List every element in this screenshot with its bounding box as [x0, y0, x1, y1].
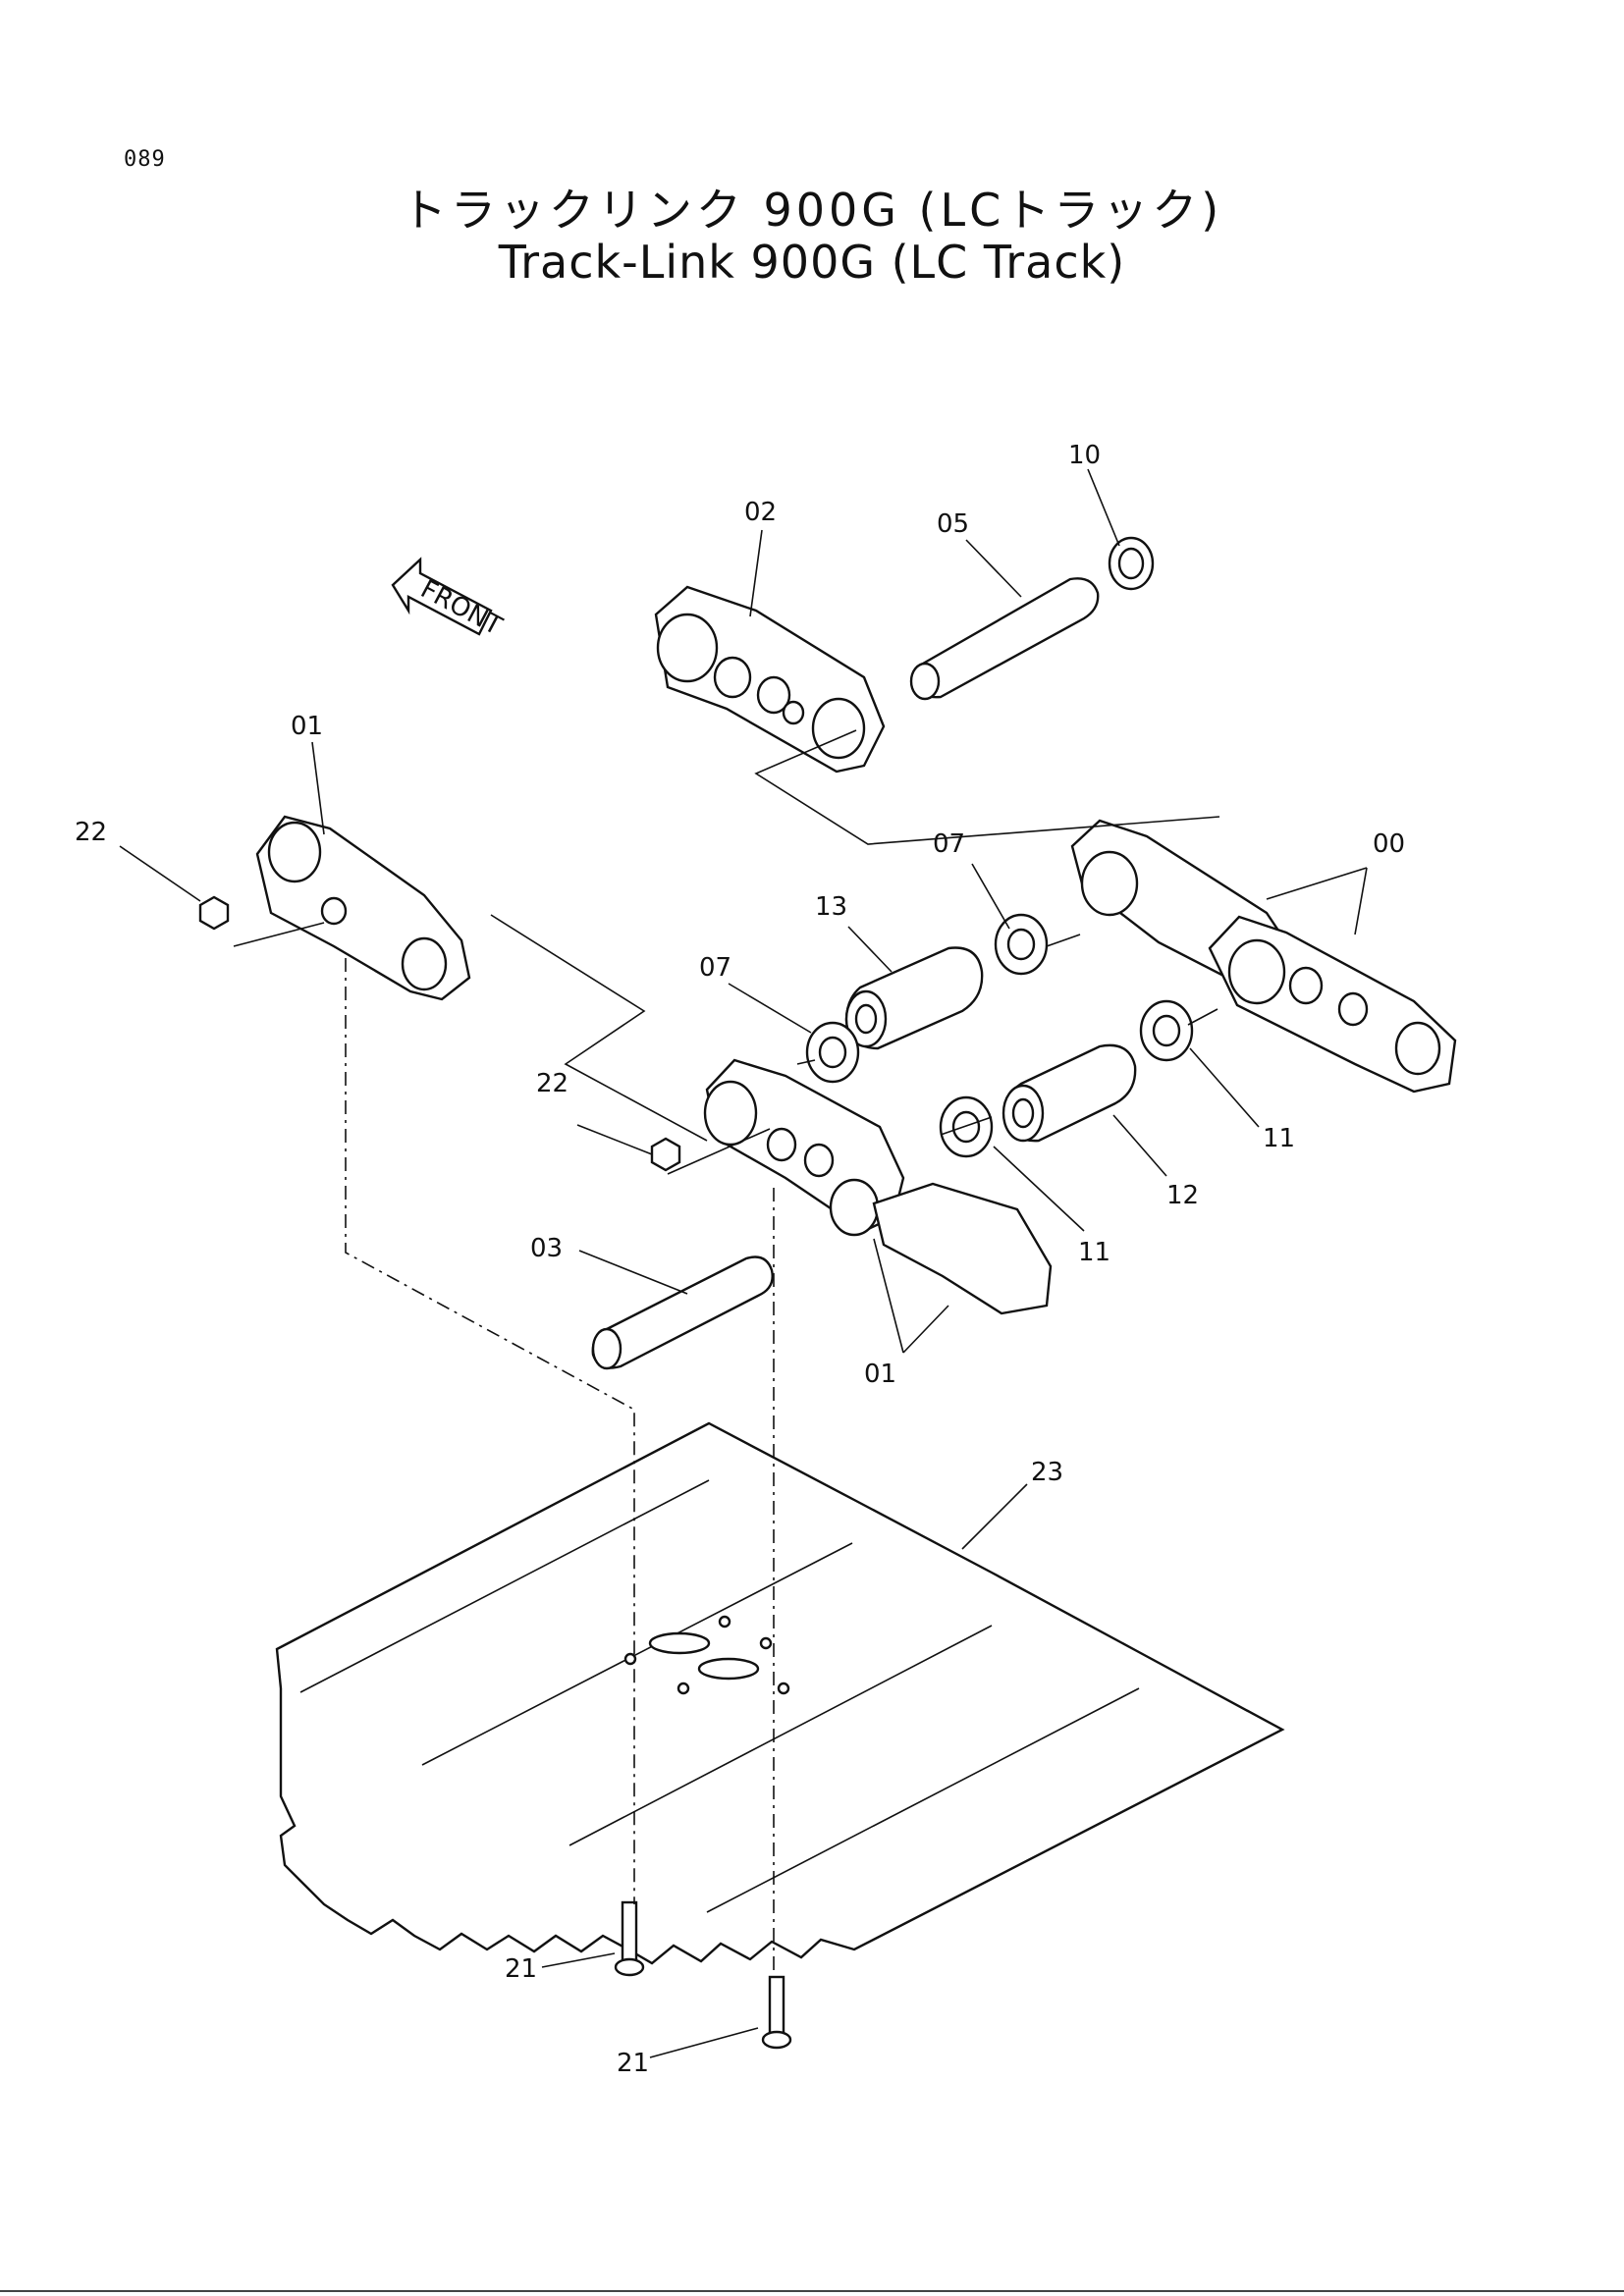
upper-link-02: [654, 585, 886, 774]
seal-11-lower: [939, 1095, 994, 1158]
nut-22-left: [198, 895, 230, 931]
seal-11-upper: [1139, 999, 1194, 1062]
bolt-21-right: [761, 1975, 792, 2050]
bolt-21-left: [614, 1900, 645, 1977]
link-01-center: [703, 1058, 1053, 1315]
callout-00: 00: [1373, 829, 1405, 859]
link-assembly-00: [1070, 819, 1457, 1094]
callout-02: 02: [744, 498, 777, 527]
callout-07-upper: 07: [933, 829, 965, 859]
callout-23: 23: [1031, 1458, 1063, 1487]
callout-11-lower: 11: [1078, 1238, 1110, 1267]
seal-07-upper: [994, 913, 1049, 976]
title-english: Track-Link 900G (LC Track): [498, 236, 1126, 289]
nut-22-center: [650, 1137, 681, 1172]
callout-22-center: 22: [536, 1069, 568, 1098]
seal-07-lower: [805, 1021, 860, 1084]
callout-21-right: 21: [617, 2049, 649, 2078]
pin-03: [591, 1255, 774, 1370]
bushing-12: [1001, 1043, 1137, 1143]
callouts: 10 02 05 01 22 07 00 13 07 22 11 12 11 0…: [75, 441, 1405, 2078]
callout-03: 03: [530, 1234, 563, 1263]
page-number: 089: [124, 147, 166, 172]
track-shoe-23: [275, 1421, 1285, 1965]
callout-22-left: 22: [75, 818, 107, 847]
callout-13: 13: [815, 892, 847, 922]
leader-lines: [119, 468, 1368, 2058]
assembly-lines: [233, 729, 1220, 1975]
callout-07-lower: 07: [699, 953, 731, 983]
pin-05: [909, 577, 1100, 701]
callout-01-lower: 01: [864, 1360, 896, 1389]
footer-rule: [0, 2290, 1624, 2292]
front-arrow-icon: FRONT: [391, 557, 507, 642]
callout-01-upper: 01: [291, 712, 323, 741]
callout-21-left: 21: [505, 1954, 537, 1984]
callout-12: 12: [1166, 1181, 1199, 1210]
title-japanese: トラックリンク 900G (LCトラック): [401, 184, 1223, 237]
bushing-13: [844, 946, 984, 1050]
callout-05: 05: [937, 509, 969, 539]
callout-10: 10: [1068, 441, 1101, 470]
callout-11-right: 11: [1263, 1124, 1295, 1153]
snap-ring-10: [1108, 536, 1155, 591]
link-01-left: [255, 815, 471, 1001]
